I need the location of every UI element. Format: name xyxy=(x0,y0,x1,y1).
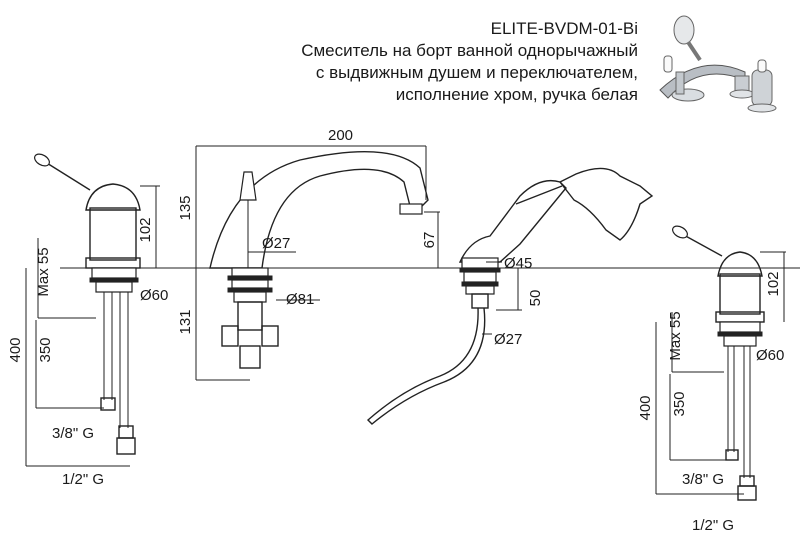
right-max55-label: Max 55 xyxy=(667,311,684,360)
shower-depth-label: 50 xyxy=(527,290,544,307)
product-header: ELITE-BVDM-01-Bi Смеситель на борт ванно… xyxy=(301,18,638,106)
below-deck-label: 131 xyxy=(177,309,194,334)
model-code: ELITE-BVDM-01-Bi xyxy=(490,19,638,38)
d27-top-label: Ø27 xyxy=(262,235,290,252)
left-thread12-label: 1/2" G xyxy=(62,471,104,488)
description-line-2: с выдвижным душем и переключателем, xyxy=(315,63,638,82)
d45-label: Ø45 xyxy=(504,255,532,272)
right-thread12-label: 1/2" G xyxy=(692,517,734,534)
spout-length-label: 200 xyxy=(328,127,353,144)
left-handle-height-label: 102 xyxy=(137,217,154,242)
shower-hose xyxy=(366,307,486,425)
left-max55-label: Max 55 xyxy=(35,247,52,296)
right-350-label: 350 xyxy=(671,391,688,416)
spout-height-label: 135 xyxy=(177,195,194,220)
spout-dimensions: 200 135 67 Ø27 Ø81 131 xyxy=(177,127,440,381)
left-valve xyxy=(34,153,141,455)
left-thread38-label: 3/8" G xyxy=(52,425,94,442)
left-d60-label: Ø60 xyxy=(140,287,168,304)
right-dimensions: 102 Max 55 Ø60 400 350 3/8" G 1/2" G xyxy=(637,251,786,534)
spout-drop-label: 67 xyxy=(421,232,438,249)
spout xyxy=(209,150,429,369)
left-dimensions: 102 Max 55 Ø60 400 350 3/8" G 1/2" G xyxy=(7,185,168,488)
right-lever xyxy=(681,233,723,257)
left-400-label: 400 xyxy=(7,337,24,362)
right-400-label: 400 xyxy=(637,395,654,420)
description-line-3: исполнение хром, ручка белая xyxy=(395,85,638,104)
shower-dimensions: Ø45 50 Ø27 xyxy=(482,255,544,348)
d81-label: Ø81 xyxy=(286,291,314,308)
left-350-label: 350 xyxy=(37,337,54,362)
diverter-knob xyxy=(239,171,257,201)
hand-shower xyxy=(366,167,654,425)
right-valve xyxy=(672,225,765,501)
d27-shower-label: Ø27 xyxy=(494,331,522,348)
right-handle-height-label: 102 xyxy=(765,271,782,296)
right-thread38-label: 3/8" G xyxy=(682,471,724,488)
faucet-photo-icon xyxy=(659,15,777,113)
left-lever xyxy=(41,159,91,191)
description-line-1: Смеситель на борт ванной однорычажный xyxy=(301,41,638,60)
right-d60-label: Ø60 xyxy=(756,347,784,364)
